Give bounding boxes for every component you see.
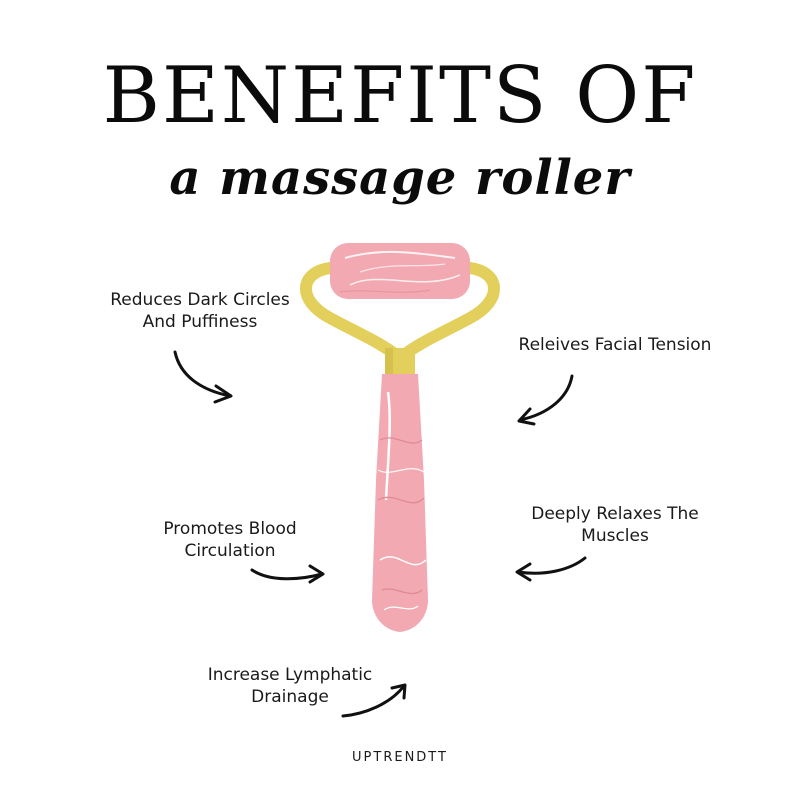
page-title: BENEFITS OF (102, 51, 698, 141)
curved-arrow-icon (515, 556, 587, 582)
roller-stone (330, 243, 470, 299)
benefit-lymphatic-drainage: Increase Lymphatic Drainage (207, 665, 373, 707)
roller-frame (300, 262, 500, 358)
curved-arrow-icon (341, 683, 407, 718)
curved-arrow-icon (517, 374, 574, 426)
benefit-facial-tension: Releives Facial Tension (518, 335, 712, 355)
benefit-relaxes-muscles: Deeply Relaxes The Muscles (531, 504, 699, 546)
curved-arrow-icon (173, 350, 233, 404)
page-subtitle: a massage roller (169, 150, 631, 206)
roller-handle (372, 374, 428, 632)
benefit-dark-circles: Reduces Dark Circles And Puffiness (110, 290, 290, 332)
benefit-blood-circulation: Promotes Blood Circulation (163, 519, 297, 561)
brand-footer: UPTRENDTT (352, 750, 448, 765)
curved-arrow-icon (250, 564, 325, 584)
